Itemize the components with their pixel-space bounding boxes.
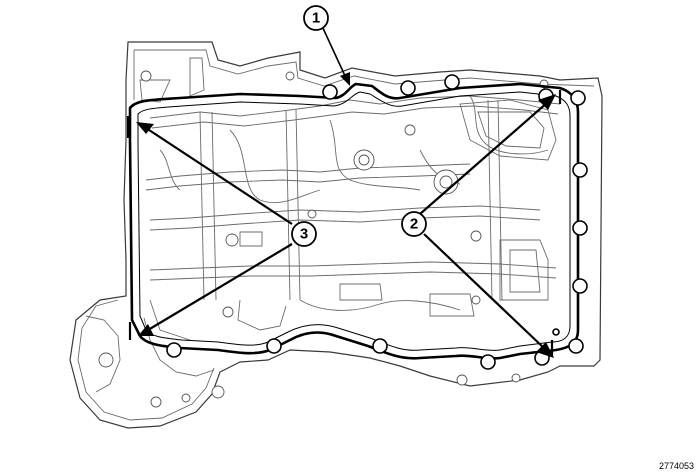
pan-interior-details (98, 70, 561, 408)
callout-3: 3 (291, 221, 317, 247)
callout-2: 2 (401, 211, 427, 237)
callout-1-label: 1 (312, 10, 320, 27)
figure-number: 2774053 (658, 461, 694, 471)
callout-3-arrows (136, 122, 293, 336)
sealant-bead-markers (126, 90, 562, 356)
callout-2-label: 2 (410, 216, 418, 233)
callout-1: 1 (303, 5, 329, 31)
callout-2-arrows (419, 94, 556, 358)
pan-bolt-bosses (166, 74, 588, 370)
callout-3-label: 3 (300, 226, 308, 243)
housing-outline (69, 41, 603, 429)
callout-1-leader (321, 25, 350, 86)
